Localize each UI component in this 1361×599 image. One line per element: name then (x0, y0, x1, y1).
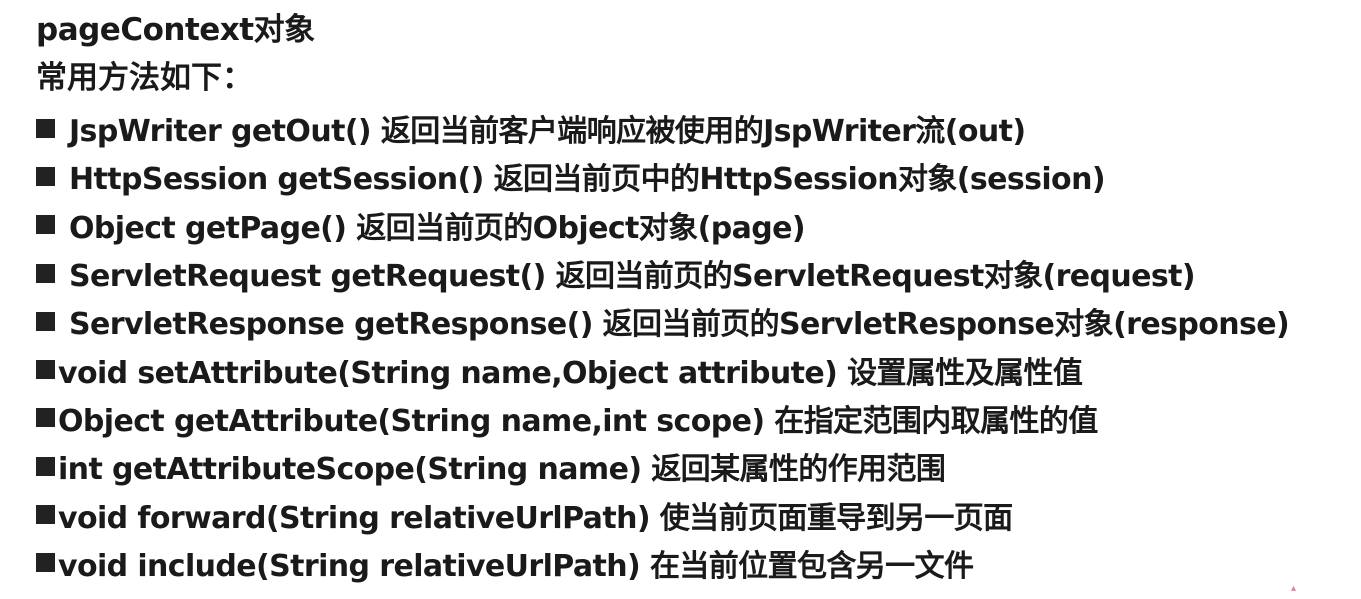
method-text: void setAttribute(String name,Object att… (58, 355, 1083, 391)
list-item: int getAttributeScope(String name) 返回某属性… (36, 442, 1289, 490)
list-item: ServletRequest getRequest() 返回当前页的Servle… (36, 249, 1289, 297)
method-text: int getAttributeScope(String name) 返回某属性… (58, 452, 946, 488)
square-bullet-icon (36, 311, 55, 331)
list-item: HttpSession getSession() 返回当前页中的HttpSess… (36, 152, 1289, 200)
square-bullet-icon (36, 505, 55, 525)
cursor-mark-icon: ▴ (1291, 583, 1297, 594)
square-bullet-icon (36, 118, 55, 138)
square-bullet-icon (36, 263, 55, 283)
method-text: void include(String relativeUrlPath) 在当前… (58, 548, 974, 584)
square-bullet-icon (36, 166, 55, 186)
method-text: Object getPage() 返回当前页的Object对象(page) (69, 210, 806, 246)
method-list: JspWriter getOut() 返回当前客户端响应被使用的JspWrite… (36, 104, 1290, 587)
method-text: ServletRequest getRequest() 返回当前页的Servle… (69, 259, 1196, 295)
list-item: Object getAttribute(String name,int scop… (36, 394, 1289, 442)
list-item: ServletResponse getResponse() 返回当前页的Serv… (36, 297, 1290, 345)
page-title: pageContext对象 (36, 12, 315, 48)
method-text: void forward(String relativeUrlPath) 使当前… (58, 500, 1013, 536)
section-subtitle: 常用方法如下： (36, 60, 253, 96)
list-item: Object getPage() 返回当前页的Object对象(page) (36, 201, 1289, 249)
list-item: JspWriter getOut() 返回当前客户端响应被使用的JspWrite… (36, 104, 1289, 152)
list-item: void include(String relativeUrlPath) 在当前… (36, 539, 1289, 587)
list-item: void forward(String relativeUrlPath) 使当前… (36, 490, 1289, 538)
method-text: JspWriter getOut() 返回当前客户端响应被使用的JspWrite… (69, 114, 1026, 150)
list-item: void setAttribute(String name,Object att… (36, 345, 1289, 393)
method-text: HttpSession getSession() 返回当前页中的HttpSess… (69, 162, 1106, 198)
square-bullet-icon (36, 360, 55, 380)
square-bullet-icon (36, 456, 55, 476)
square-bullet-icon (36, 408, 55, 428)
square-bullet-icon (36, 553, 55, 573)
method-text: ServletResponse getResponse() 返回当前页的Serv… (69, 307, 1290, 343)
method-text: Object getAttribute(String name,int scop… (58, 403, 1098, 439)
square-bullet-icon (36, 215, 55, 235)
